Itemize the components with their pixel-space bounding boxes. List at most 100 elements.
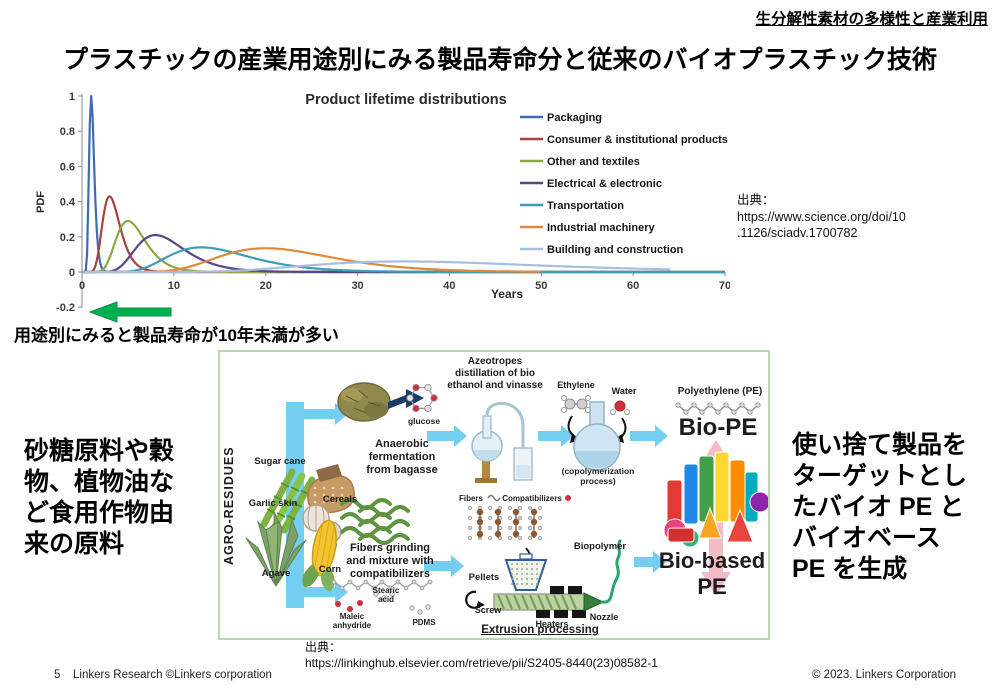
fibers-grinding-label: Fibers grinding and mixture with compati… (346, 542, 434, 580)
glucose-molecule-icon (406, 384, 438, 412)
maleic-anhydride-label: Maleic anhydride (332, 612, 372, 631)
water-molecule-icon (610, 400, 630, 415)
fibers-label: Fibers (458, 494, 483, 503)
annotation-text: 用途別にみると製品寿命が10年未満が多い (14, 326, 339, 345)
svg-text:Product lifetime distributions: Product lifetime distributions (305, 92, 506, 108)
corn-icon (302, 519, 337, 592)
corn-label: Corn (318, 564, 342, 575)
right-note: 使い捨て製品を ターゲットとし たバイオ PE と バイオベース PE を生成 (792, 431, 968, 583)
svg-text:0: 0 (79, 280, 85, 292)
left-note: 砂糖原料や穀 物、植物油な ど食用作物由 来の原料 (24, 437, 175, 558)
svg-text:Industrial machinery: Industrial machinery (547, 222, 655, 234)
diagram-source: 出典： https://linkinghub.elsevier.com/retr… (305, 640, 658, 670)
branch-arrow-bottom-icon (302, 581, 348, 603)
header-topic: 生分解性素材の多様性と産業利用 (755, 11, 988, 28)
svg-text:70: 70 (719, 280, 730, 292)
bio-pe-label: Bio-PE (678, 414, 758, 441)
svg-text:30: 30 (351, 280, 363, 292)
svg-text:1: 1 (69, 91, 75, 103)
series-curve (82, 246, 725, 274)
agro-residues-label: AGRO-RESIDUES (222, 446, 236, 566)
footer-credit: Linkers Research ©Linkers corporation (73, 669, 272, 681)
polyethylene-label: Polyethylene (PE) (677, 386, 763, 397)
pdms-label: PDMS (412, 618, 436, 627)
ethylene-label: Ethylene (557, 380, 595, 390)
svg-text:Transportation: Transportation (547, 200, 624, 212)
hopper-icon (504, 553, 548, 591)
stearic-acid-label: Stearic acid (372, 586, 400, 605)
svg-text:Years: Years (491, 287, 523, 301)
legend-item: Other and textiles (520, 156, 640, 168)
extruder-icon (465, 586, 605, 618)
svg-text:60: 60 (627, 280, 639, 292)
legend-item: Building and construction (520, 244, 684, 256)
bio-based-pe-label: Bio-based PE (658, 548, 766, 599)
water-label: Water (611, 386, 637, 396)
nozzle-label: Nozzle (589, 612, 619, 622)
svg-text:Consumer & institutional produ: Consumer & institutional products (547, 134, 728, 146)
process-diagram-artwork (245, 382, 768, 618)
pe-chain-icon (675, 402, 761, 415)
svg-text:Packaging: Packaging (547, 112, 602, 124)
flow-arrow-icon (424, 555, 464, 577)
biopolymer-label: Biopolymer (573, 541, 627, 552)
cereals-label: Cereals (322, 494, 358, 505)
sugar-cane-label: Sugar cane (254, 456, 306, 467)
flow-arrow-icon (634, 551, 666, 573)
legend-item: Industrial machinery (520, 222, 655, 234)
svg-text:Electrical & electronic: Electrical & electronic (547, 178, 662, 190)
footer-copyright: © 2023. Linkers Corporation (812, 669, 956, 681)
flow-arrow-icon (538, 425, 574, 447)
sugar-cane-icon (260, 468, 316, 534)
agave-label: Agave (261, 568, 291, 579)
bagasse-icon (337, 382, 391, 422)
ethylene-molecule-icon (561, 395, 591, 413)
lifetime-distribution-chart: 0 10 20 30 40 50 60 70 -0.2 0 0.2 0.4 0.6 0.8 1 Product… (35, 91, 730, 314)
compatibilizers-label: Compatibilizers (502, 494, 562, 503)
anaerobic-fermentation-label: Anaerobic fermentation from bagasse (366, 438, 438, 476)
svg-text:50: 50 (535, 280, 547, 292)
flow-arrow-icon (427, 425, 467, 447)
azeotropes-label: Azeotropes distillation of bio ethanol a… (447, 356, 543, 391)
chart-source: 出典： https://www.science.org/doi/10 .1126… (737, 193, 906, 240)
heaters-label: Heaters (535, 619, 569, 629)
distillation-apparatus-icon (471, 401, 533, 483)
svg-text:0: 0 (69, 267, 75, 279)
svg-text:10: 10 (168, 280, 180, 292)
molecule-chain-icon (331, 579, 433, 615)
agave-icon (245, 511, 307, 587)
legend-item: Consumer & institutional products (520, 134, 728, 146)
svg-text:Other and textiles: Other and textiles (547, 156, 640, 168)
copolymerization-label: (copolymerization process) (561, 466, 635, 487)
svg-text:0.4: 0.4 (60, 197, 76, 209)
svg-text:PDF: PDF (35, 191, 47, 213)
legend-item: Electrical & electronic (520, 178, 662, 190)
svg-text:20: 20 (260, 280, 272, 292)
fibers-icon (340, 498, 410, 545)
flow-arrow-icon (630, 425, 668, 447)
svg-text:Building and construction: Building and construction (547, 244, 684, 256)
navy-arrow-icon (388, 389, 424, 409)
svg-text:40: 40 (443, 280, 455, 292)
branch-arrow-top-icon (302, 403, 348, 425)
biopolymer-squiggle-icon (600, 539, 622, 604)
legend-item: Packaging (520, 112, 602, 124)
legend-item: Transportation (520, 200, 624, 212)
pellets-label: Pellets (468, 572, 500, 583)
garlic-skin-label: Garlic skin (248, 498, 298, 509)
svg-text:-0.2: -0.2 (56, 302, 75, 314)
fiber-compatibilizer-lattice-icon (467, 494, 571, 576)
page-title: プラスチックの産業用途別にみる製品寿命分と従来のバイオプラスチック技術 (62, 46, 937, 74)
screw-label: Screw (474, 605, 502, 615)
bio-pe-process-diagram: AGRO-RESIDUES Sugar cane Cereals Garlic … (218, 350, 770, 640)
svg-text:0.6: 0.6 (60, 161, 75, 173)
copolymerization-flask-icon (573, 401, 621, 471)
extrusion-processing-label: Extrusion processing (481, 624, 599, 636)
glucose-label: glucose (407, 416, 441, 426)
svg-text:0.8: 0.8 (60, 126, 75, 138)
plastic-products-icon (663, 451, 768, 548)
svg-text:0.2: 0.2 (60, 232, 75, 244)
series-curve (82, 260, 670, 274)
green-left-arrow-icon (88, 301, 172, 323)
